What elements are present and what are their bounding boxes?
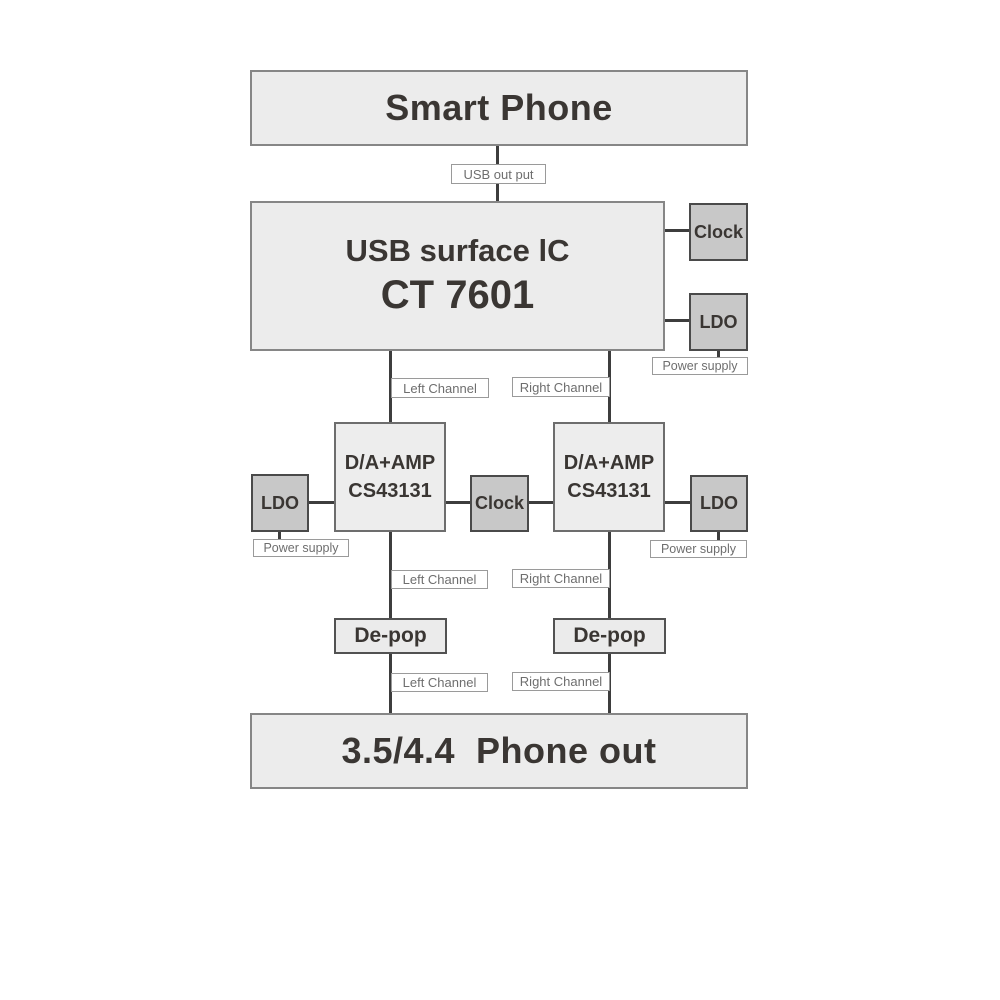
power-supply-left-label: Power supply: [253, 539, 349, 557]
left-channel-mid-label: Left Channel: [391, 570, 488, 589]
usb-ic-part-number: CT 7601: [380, 273, 535, 318]
left-channel-top-label: Left Channel: [391, 378, 489, 398]
phone-out-node: 3.5/4.4 Phone out: [250, 713, 748, 789]
power-supply-right-label: Power supply: [650, 540, 747, 558]
connector-usbic-to-dacleft: [389, 351, 392, 423]
connector-ldotop-to-powersupply: [717, 351, 720, 358]
dac-right-part-number: CS43131: [567, 480, 651, 502]
ldo-left-node: LDO: [251, 474, 309, 532]
usb-ic-name: USB surface lC: [345, 232, 570, 268]
right-channel-bottom-label: Right Channel: [512, 672, 610, 691]
clock-top-node: Clock: [689, 203, 748, 261]
usb-output-label: USB out put: [451, 164, 546, 184]
right-channel-top-label: Right Channel: [512, 377, 610, 397]
power-supply-top-label: Power supply: [652, 357, 748, 375]
ldo-top-node: LDO: [689, 293, 748, 351]
connector-ldoright-to-powersupply: [717, 532, 720, 540]
connector-usbic-to-clocktop: [664, 229, 689, 232]
connector-depopleft-to-phoneout: [389, 653, 392, 713]
dac-amp-left-node: D/A+AMP CS43131: [334, 422, 446, 532]
connector-ldoleft-to-dacleft: [309, 501, 334, 504]
dac-right-function: D/A+AMP: [563, 452, 655, 474]
smart-phone-node: Smart Phone: [250, 70, 748, 146]
right-channel-mid-label: Right Channel: [512, 569, 610, 588]
ldo-right-node: LDO: [690, 475, 748, 532]
dac-amp-right-node: D/A+AMP CS43131: [553, 422, 665, 532]
usb-interface-ic-node: USB surface lC CT 7601: [250, 201, 665, 351]
dac-left-function: D/A+AMP: [344, 452, 436, 474]
connector-clockmid-to-dacright: [529, 501, 553, 504]
left-channel-bottom-label: Left Channel: [391, 673, 488, 692]
depop-left-node: De-pop: [334, 618, 447, 654]
connector-dacleft-to-clockmid: [446, 501, 470, 504]
connector-dacright-to-ldoright: [665, 501, 690, 504]
depop-right-node: De-pop: [553, 618, 666, 654]
dac-left-part-number: CS43131: [348, 480, 432, 502]
clock-mid-node: Clock: [470, 475, 529, 532]
connector-usbic-to-ldotop: [664, 319, 689, 322]
connector-dacleft-to-depopleft: [389, 532, 392, 618]
connector-ldoleft-to-powersupply: [278, 532, 281, 539]
